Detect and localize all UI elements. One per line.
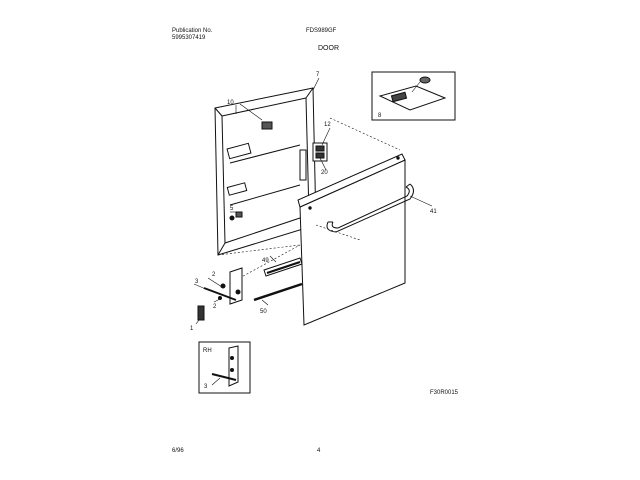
door-handle: [326, 183, 414, 233]
callout-10: 10: [227, 100, 234, 106]
footer-date: 6/96: [172, 448, 184, 454]
inset-callout-3: 3: [204, 384, 208, 390]
callout-3: 3: [195, 279, 199, 285]
rh-hinge-inset: [198, 341, 251, 394]
callout-2-bottom: 2: [213, 304, 217, 310]
callout-5: 5: [230, 206, 234, 212]
callout-8: 8: [378, 113, 382, 119]
inset-rh-label: RH: [203, 348, 212, 354]
callout-41: 41: [430, 209, 437, 215]
callout-20: 20: [321, 170, 328, 176]
leader-lines: [193, 77, 433, 325]
figure-code: F30R0015: [430, 390, 459, 396]
section-title: DOOR: [318, 45, 339, 52]
callout-1: 1: [190, 326, 194, 332]
callout-7: 7: [316, 72, 320, 78]
latch-assembly: [312, 142, 328, 162]
hinge-parts: [197, 215, 303, 321]
callout-12: 12: [324, 122, 331, 128]
callout-50: 50: [260, 309, 267, 315]
model-number: FDS989GF: [306, 28, 337, 34]
callout-49: 49: [262, 258, 269, 264]
publication-label: Publication No.: [172, 28, 213, 34]
latch-inset: [371, 71, 456, 121]
outer-door-panel: [297, 153, 406, 326]
page-number: 4: [317, 448, 321, 454]
publication-number: 5995307419: [172, 35, 206, 41]
callout-2-top: 2: [212, 272, 216, 278]
